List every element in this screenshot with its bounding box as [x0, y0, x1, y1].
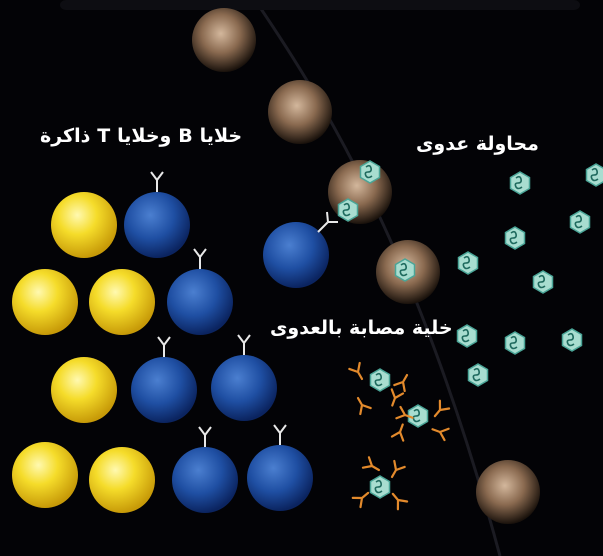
- infection-attempt-label: محاولة عدوى: [416, 133, 539, 155]
- virus-icon: [509, 171, 531, 195]
- antibody-icon: [351, 491, 370, 509]
- infected-cell-label: خلية مصابة بالعدوى: [270, 317, 453, 339]
- antibody-icon: [390, 388, 405, 407]
- b-cell: [263, 211, 338, 288]
- virus-icon: [467, 363, 489, 387]
- virus-icon: [407, 404, 429, 428]
- antibody-icon: [361, 456, 381, 472]
- antibody-group: [348, 361, 451, 511]
- memory-cell: [89, 447, 155, 513]
- b-cell: [167, 248, 233, 335]
- memory-cell: [51, 192, 117, 258]
- memory-cells-label: خلايا B وخلايا T ذاكرة: [40, 125, 243, 147]
- virus-icon: [369, 368, 391, 392]
- antibody-icon: [391, 492, 409, 511]
- antibody-icon: [348, 361, 364, 381]
- virus-icon: [561, 328, 583, 352]
- virus-icon: [456, 324, 478, 348]
- virus-group: [337, 160, 603, 499]
- antibody-icon: [356, 396, 372, 416]
- b-cell: [131, 336, 197, 423]
- top-frame: [60, 0, 580, 10]
- memory-cell: [89, 269, 155, 335]
- memory-cell: [12, 269, 78, 335]
- virus-icon: [569, 210, 591, 234]
- antibody-icon: [390, 459, 406, 479]
- virus-icon: [504, 331, 526, 355]
- antibody-icon: [431, 427, 450, 442]
- infected-cell: [476, 460, 540, 524]
- antibody-icon: [395, 405, 414, 420]
- b-cell: [124, 171, 190, 258]
- b-cell-group: [124, 171, 338, 513]
- infected-cell-group: [192, 8, 540, 524]
- antibody-icon: [433, 399, 451, 418]
- virus-icon: [369, 475, 391, 499]
- memory-cell-group: [12, 192, 155, 513]
- memory-cell: [12, 442, 78, 508]
- virus-icon: [337, 198, 359, 222]
- virus-icon: [394, 258, 416, 282]
- b-cell: [211, 334, 277, 421]
- b-cell: [172, 426, 238, 513]
- infected-cell: [268, 80, 332, 144]
- antibody-icon: [390, 423, 405, 442]
- infected-cell: [192, 8, 256, 72]
- virus-icon: [504, 226, 526, 250]
- memory-cell: [51, 357, 117, 423]
- virus-icon: [585, 163, 603, 187]
- virus-icon: [532, 270, 554, 294]
- virus-icon: [457, 251, 479, 275]
- b-cell: [247, 424, 313, 511]
- antibody-icon: [393, 373, 409, 393]
- virus-icon: [359, 160, 381, 184]
